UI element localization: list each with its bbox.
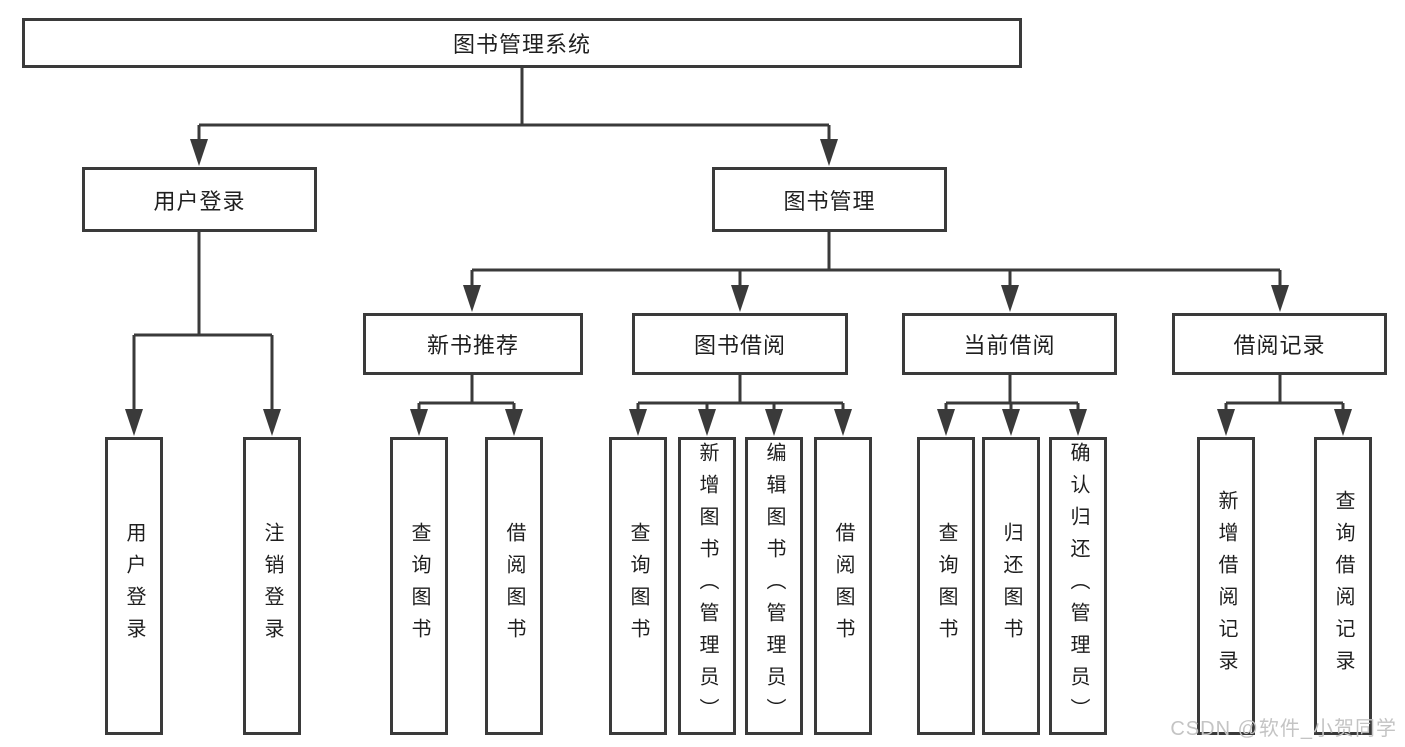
connector-root-to-level2: [197, 68, 831, 141]
node-leaf-logout: 注销登录: [243, 437, 301, 735]
connector-book-mgmt-children: [470, 232, 1282, 287]
node-label: 确认归还（管理员）: [1067, 442, 1089, 730]
node-leaf-add-borrow-record: 新增借阅记录: [1197, 437, 1255, 735]
arrowhead-icon: [820, 139, 838, 166]
arrowhead-icon: [1334, 409, 1352, 436]
node-leaf-query-book-borrow: 查询图书: [609, 437, 667, 735]
node-label: 用户登录: [123, 522, 145, 650]
connector-record-children: [1224, 375, 1345, 411]
node-label: 图书借阅: [693, 333, 786, 358]
node-label: 借阅记录: [1233, 333, 1326, 358]
node-leaf-borrow-book: 借阅图书: [814, 437, 872, 735]
node-label: 归还图书: [1000, 522, 1022, 650]
arrowhead-icon: [463, 285, 481, 312]
node-label: 当前借阅: [963, 333, 1056, 358]
arrowhead-icon: [698, 409, 716, 436]
node-leaf-return-book: 归还图书: [982, 437, 1040, 735]
node-label: 注销登录: [261, 522, 283, 650]
node-label: 图书管理: [783, 188, 876, 214]
arrowheads: [125, 139, 1352, 436]
csdn-watermark: CSDN @软件_小贺同学: [1170, 718, 1397, 740]
node-current-borrow: 当前借阅: [902, 313, 1117, 375]
node-label: 用户登录: [153, 188, 246, 214]
node-label: 查询借阅记录: [1332, 490, 1354, 682]
node-label: 新增图书（管理员）: [696, 442, 718, 730]
node-system-root: 图书管理系统: [22, 18, 1022, 68]
arrowhead-icon: [410, 409, 428, 436]
node-user-login: 用户登录: [82, 167, 317, 232]
connector-user-login-children: [132, 232, 274, 411]
connector-borrow-children: [636, 375, 845, 411]
node-leaf-borrow-book-rec: 借阅图书: [485, 437, 543, 735]
arrowhead-icon: [1069, 409, 1087, 436]
node-label: 新增借阅记录: [1215, 490, 1237, 682]
arrowhead-icon: [629, 409, 647, 436]
node-leaf-add-book-admin: 新增图书（管理员）: [678, 437, 736, 735]
node-label: 借阅图书: [503, 522, 525, 650]
node-book-management: 图书管理: [712, 167, 947, 232]
connector-current-children: [944, 375, 1080, 411]
node-leaf-user-login: 用户登录: [105, 437, 163, 735]
node-leaf-confirm-return-admin: 确认归还（管理员）: [1049, 437, 1107, 735]
arrowhead-icon: [505, 409, 523, 436]
node-label: 编辑图书（管理员）: [763, 442, 785, 730]
arrowhead-icon: [1002, 409, 1020, 436]
node-label: 查询图书: [935, 522, 957, 650]
arrowhead-icon: [834, 409, 852, 436]
node-leaf-query-borrow-record: 查询借阅记录: [1314, 437, 1372, 735]
node-leaf-query-book-rec: 查询图书: [390, 437, 448, 735]
arrowhead-icon: [731, 285, 749, 312]
arrowhead-icon: [1271, 285, 1289, 312]
arrowhead-icon: [765, 409, 783, 436]
node-label: 借阅图书: [832, 522, 854, 650]
arrowhead-icon: [1001, 285, 1019, 312]
node-label: 新书推荐: [426, 333, 519, 358]
arrowhead-icon: [1217, 409, 1235, 436]
node-borrow-record: 借阅记录: [1172, 313, 1387, 375]
connector-rec-children: [417, 375, 516, 411]
node-leaf-edit-book-admin: 编辑图书（管理员）: [745, 437, 803, 735]
arrowhead-icon: [937, 409, 955, 436]
arrowhead-icon: [125, 409, 143, 436]
node-new-book-recommend: 新书推荐: [363, 313, 583, 375]
node-book-borrow: 图书借阅: [632, 313, 848, 375]
arrowhead-icon: [263, 409, 281, 436]
node-label: 图书管理系统: [452, 32, 591, 57]
node-leaf-query-book-current: 查询图书: [917, 437, 975, 735]
arrowhead-icon: [190, 139, 208, 166]
node-label: 查询图书: [408, 522, 430, 650]
node-label: 查询图书: [627, 522, 649, 650]
